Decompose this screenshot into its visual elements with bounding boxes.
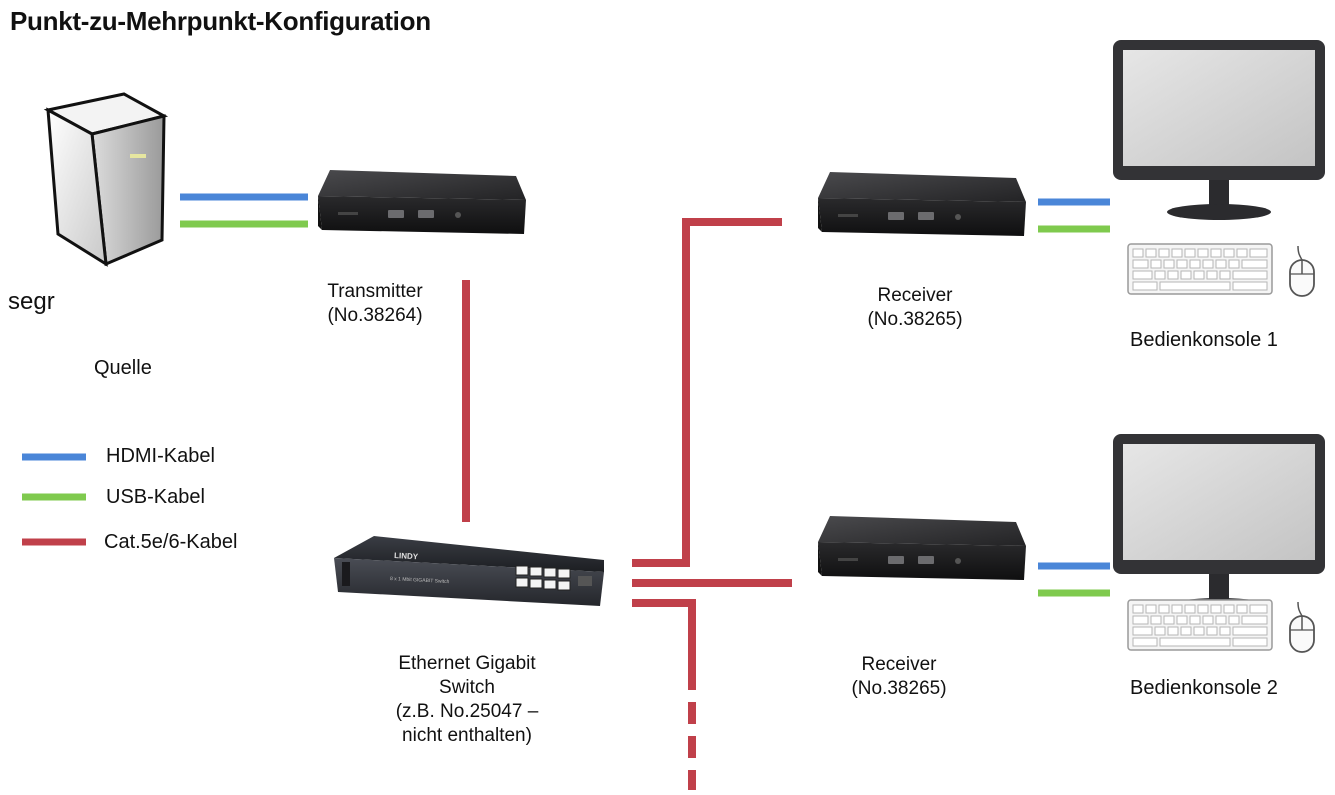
console-1-monitor-icon <box>1113 40 1325 220</box>
transmitter-label: Transmitter (No.38264) <box>300 280 450 328</box>
receiver-2-model: (No.38265) <box>851 678 947 699</box>
legend-hdmi-label: HDMI-Kabel <box>106 445 215 467</box>
switch-label-line-2: Switch <box>439 677 495 698</box>
console-1-keyboard-icon <box>1127 243 1273 295</box>
switch-label-line-3: (z.B. No.25047 – <box>395 701 539 722</box>
receiver-1-model: (No.38265) <box>867 309 963 330</box>
pc-tower-icon <box>43 92 169 267</box>
switch-label-line-1: Ethernet Gigabit <box>398 653 536 674</box>
source-caption: segr <box>8 288 55 315</box>
cat-cable-switch-more <box>632 599 696 790</box>
network-switch-icon: LINDY 8 x 1 Mbit GIGABIT Switch <box>334 536 604 606</box>
receiver-2-label: Receiver (No.38265) <box>824 653 974 701</box>
receiver-1-label: Receiver (No.38265) <box>840 284 990 332</box>
console-1-label: Bedienkonsole 1 <box>1130 329 1278 351</box>
source-label: Quelle <box>94 357 152 379</box>
legend-usb-label: USB-Kabel <box>106 486 205 508</box>
legend-cat-label: Cat.5e/6-Kabel <box>104 531 238 553</box>
receiver-2-name: Receiver <box>861 654 937 675</box>
console-2-monitor-icon <box>1113 434 1325 614</box>
console-1-mouse-icon <box>1289 245 1315 297</box>
switch-label-line-4: nicht enthalten) <box>402 725 532 746</box>
switch-label: Ethernet Gigabit Switch (z.B. No.25047 –… <box>372 652 562 748</box>
switch-brand-text: LINDY <box>394 551 419 561</box>
diagram-title: Punkt-zu-Mehrpunkt-Konfiguration <box>10 6 431 36</box>
receiver-2-device-icon <box>818 516 1026 580</box>
transmitter-model: (No.38264) <box>327 305 423 326</box>
transmitter-name: Transmitter <box>327 281 423 302</box>
switch-panel-text: 8 x 1 Mbit GIGABIT Switch <box>390 576 450 585</box>
console-2-keyboard-icon <box>1127 599 1273 651</box>
receiver-1-name: Receiver <box>877 285 953 306</box>
console-2-label: Bedienkonsole 2 <box>1130 677 1278 699</box>
transmitter-device-icon <box>318 170 526 234</box>
receiver-1-device-icon <box>818 172 1026 236</box>
cat-cable-switch-receiver-1 <box>632 218 782 567</box>
console-2-mouse-icon <box>1289 601 1315 653</box>
